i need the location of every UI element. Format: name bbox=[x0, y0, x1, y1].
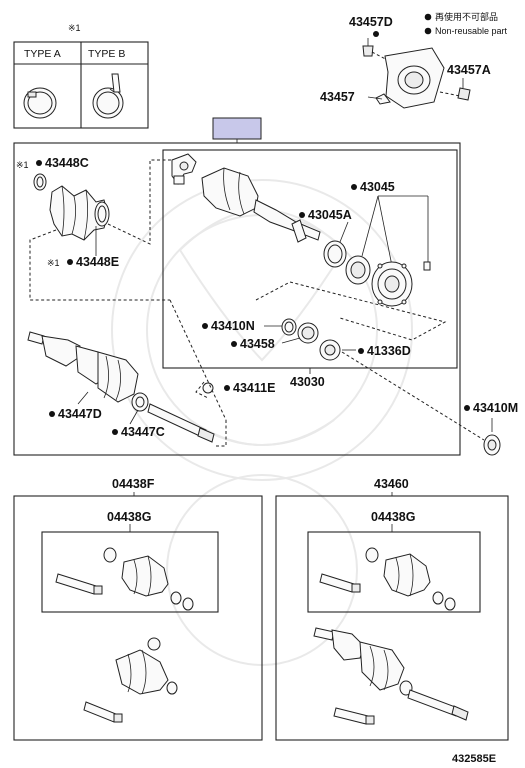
label-43045A: 43045A bbox=[308, 208, 352, 222]
type-b-label: TYPE B bbox=[88, 48, 125, 60]
figure-code: 432585E bbox=[452, 753, 496, 765]
boot-left-small bbox=[121, 555, 169, 597]
bolt-43457D bbox=[362, 45, 374, 57]
label-04438F: 04438F bbox=[112, 477, 155, 491]
bracket-43457 bbox=[375, 47, 445, 109]
kit-04438F: 04438F 04438G bbox=[13, 477, 263, 741]
tripod-joint bbox=[171, 153, 197, 185]
label-43030: 43030 bbox=[290, 375, 325, 389]
label-43458: 43458 bbox=[240, 337, 275, 351]
label-41336D: 41336D bbox=[367, 344, 411, 358]
drive-shaft-group: 43411E 43447D 43447C bbox=[27, 299, 275, 447]
grease-tube-left-1 bbox=[55, 573, 103, 595]
boot-right-small bbox=[383, 553, 431, 597]
mark-43448E: ※1 bbox=[47, 258, 60, 268]
bolt-43457A bbox=[457, 87, 471, 101]
clamp-type-b bbox=[92, 73, 124, 119]
bearing-ring bbox=[345, 255, 371, 285]
label-43447C: 43447C bbox=[121, 425, 165, 439]
clip-43411E bbox=[202, 382, 214, 394]
outboard-joint-housing bbox=[201, 167, 321, 243]
label-43457: 43457 bbox=[320, 90, 355, 104]
legend: 再使用不可部品 Non-reusable part bbox=[424, 11, 508, 36]
main-assembly-frame bbox=[13, 142, 461, 456]
grease-tube-left-2 bbox=[83, 701, 123, 723]
label-43448C: 43448C bbox=[45, 156, 89, 170]
grease-tube-right-2 bbox=[333, 707, 375, 725]
hub-flange bbox=[371, 261, 413, 307]
drive-shaft-assembly bbox=[27, 331, 215, 443]
pin bbox=[423, 261, 431, 271]
label-43448E: 43448E bbox=[76, 255, 119, 269]
legend-kanji: 再使用不可部品 bbox=[435, 11, 498, 22]
label-43457D: 43457D bbox=[349, 15, 393, 29]
boot-outer bbox=[49, 185, 109, 241]
seal-43410M-group: 43410M bbox=[341, 351, 518, 456]
inner-joint-group: 43045A 43045 bbox=[171, 153, 447, 389]
bracket-group: 43457D 43457 43457A bbox=[320, 15, 491, 109]
type-box-note: ※1 bbox=[68, 23, 81, 33]
label-43411E: 43411E bbox=[233, 381, 275, 395]
outer-boot-group: ※1 43448C ※1 43448E bbox=[16, 156, 180, 301]
grease-tube-right-1 bbox=[319, 573, 361, 593]
label-04438G-right: 04438G bbox=[371, 510, 415, 524]
seal-group bbox=[281, 318, 341, 361]
label-43045: 43045 bbox=[360, 180, 395, 194]
type-a-label: TYPE A bbox=[24, 48, 61, 60]
kit-43460: 43460 04438G bbox=[275, 477, 509, 741]
legend-non-reusable: Non-reusable part bbox=[435, 26, 508, 36]
clamp-type-a bbox=[23, 87, 57, 119]
highlight-part-number-box bbox=[212, 117, 262, 140]
drive-shaft-right bbox=[313, 627, 469, 721]
type-box: ※1 TYPE A TYPE B bbox=[13, 23, 149, 129]
label-43410N: 43410N bbox=[211, 319, 255, 333]
label-43447D: 43447D bbox=[58, 407, 102, 421]
label-43410M: 43410M bbox=[473, 401, 518, 415]
label-04438G-left: 04438G bbox=[107, 510, 151, 524]
boot-left-large bbox=[115, 637, 178, 695]
label-43457A: 43457A bbox=[447, 63, 491, 77]
mark-43448C: ※1 bbox=[16, 160, 29, 170]
label-43460: 43460 bbox=[374, 477, 409, 491]
